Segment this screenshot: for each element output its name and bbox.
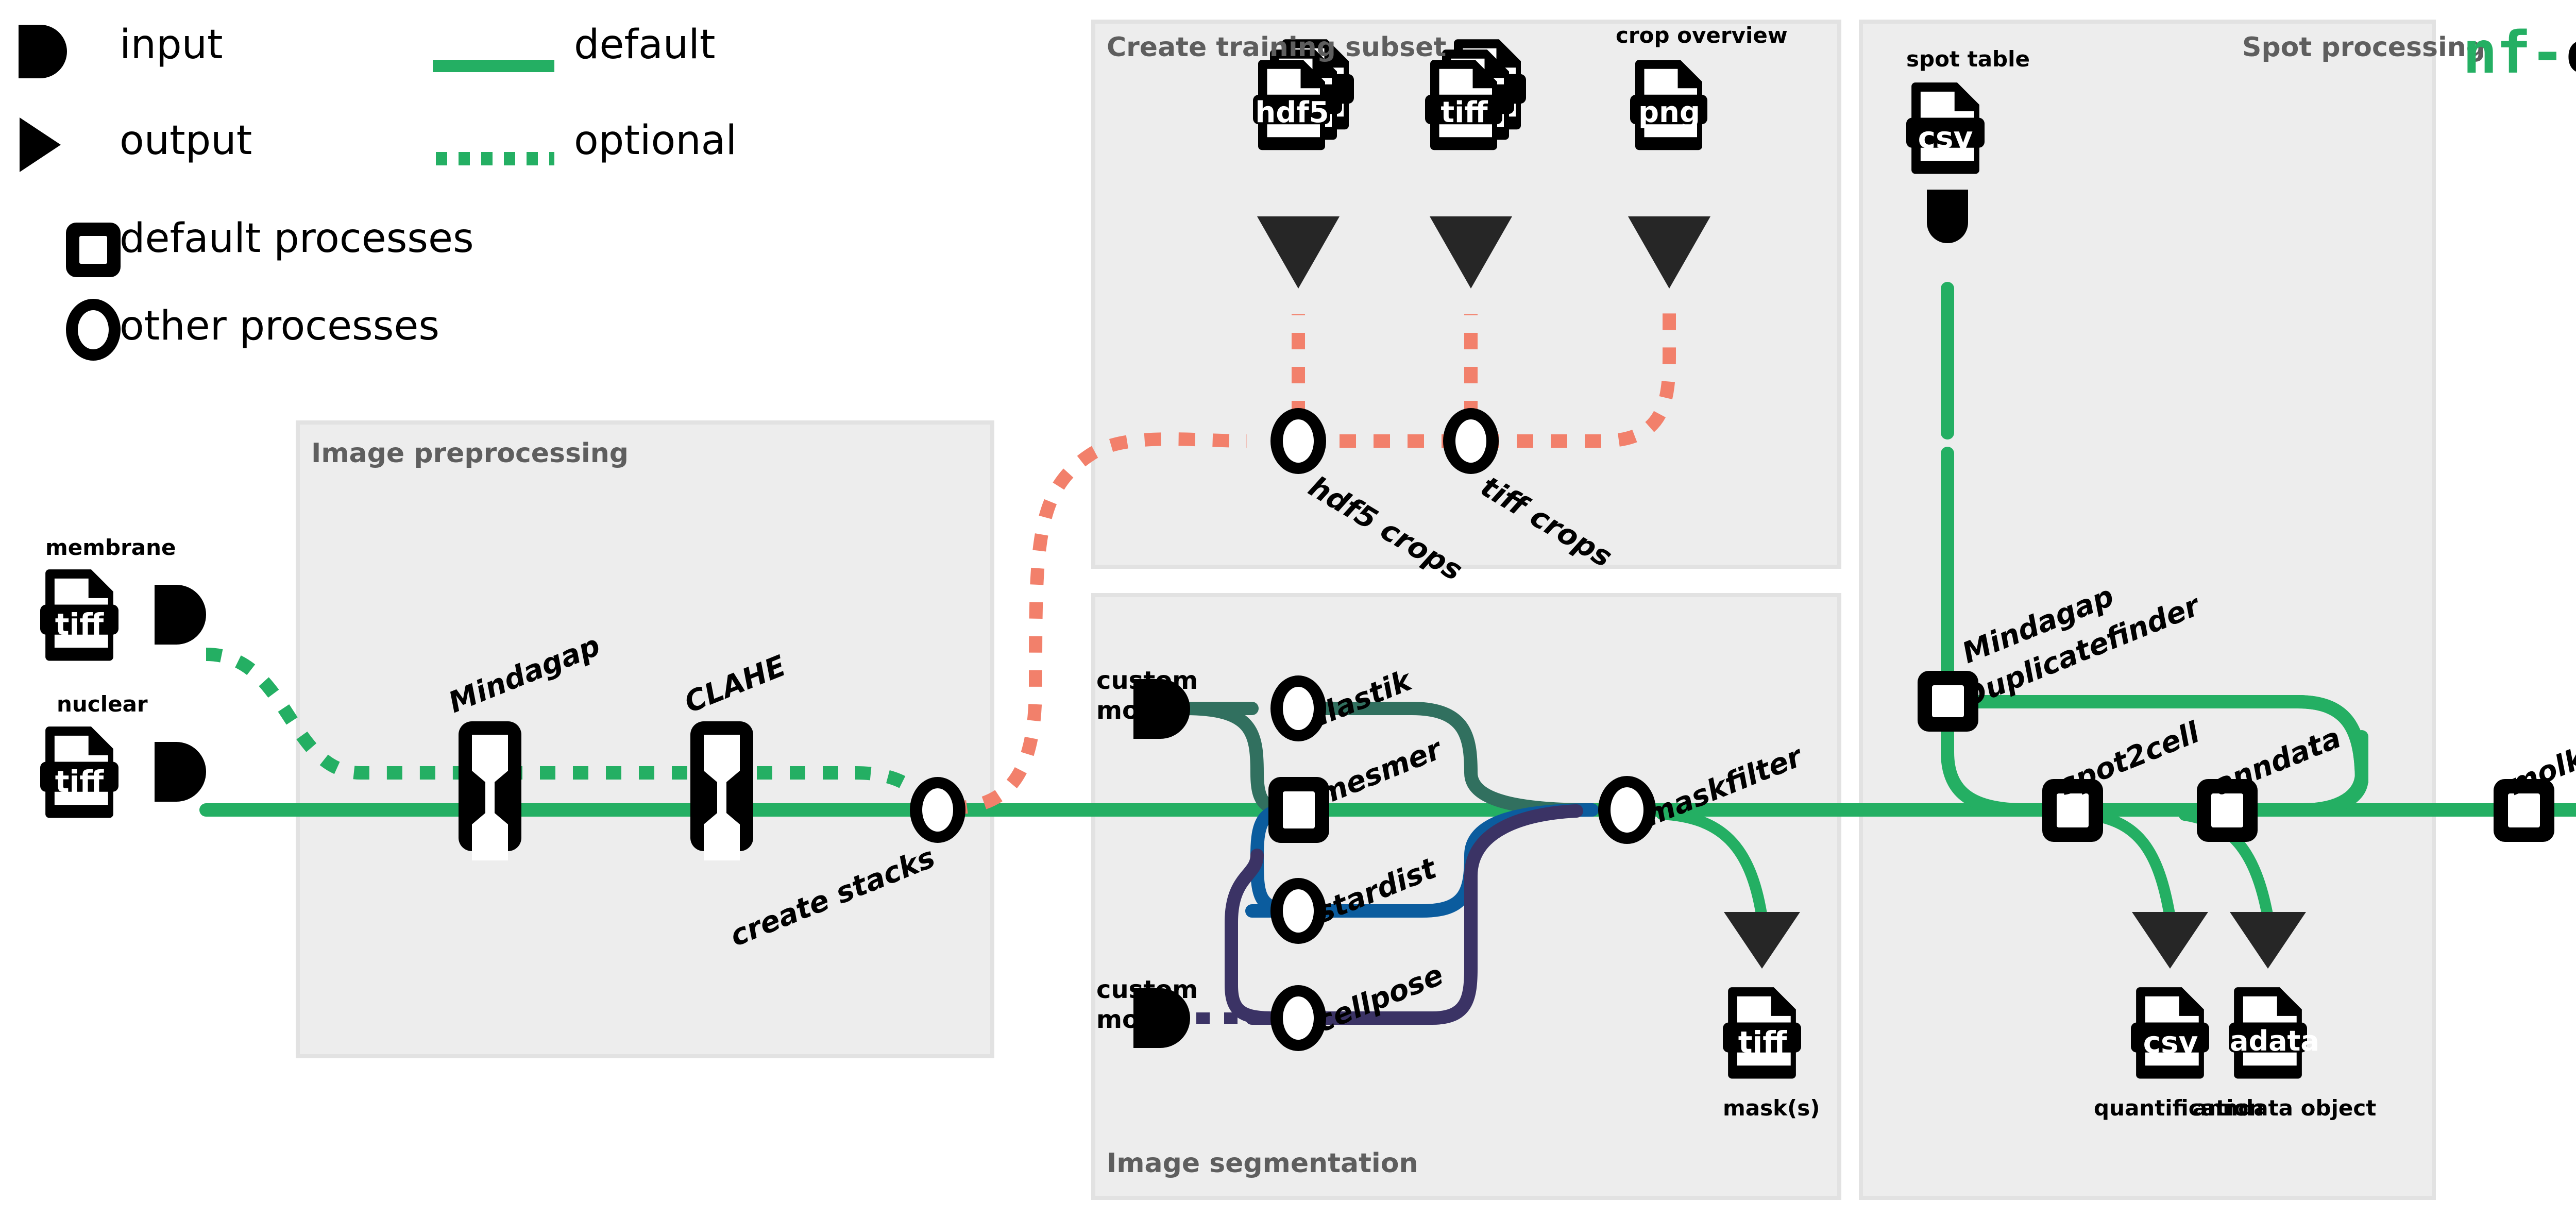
custom-model-label-2: custom model <box>1096 975 1198 1034</box>
edge-dup-to-spot2cell <box>1941 720 2067 817</box>
output-caption-mask: mask(s) <box>1723 1095 1820 1121</box>
edge-dup-right-loop <box>1972 695 2368 817</box>
arrow-quantification-output <box>2132 912 2208 969</box>
input-caption-nuclear: nuclear <box>57 691 148 717</box>
input-icon-spot-table <box>1906 82 1985 243</box>
input-caption-custom-model-ilastik: custom model <box>1096 666 1199 725</box>
logo-wordmark-line1: nf-core/ <box>2463 20 2576 87</box>
legend-label-input: input <box>120 22 223 68</box>
filetype-quantification: csv <box>2143 1025 2198 1060</box>
node-ilastik[interactable] <box>1270 675 1326 741</box>
filetype-hdf5-crops: hdf5 <box>1255 96 1329 129</box>
output-caption-quantification: quantification <box>2094 1095 2264 1121</box>
filetype-mask: tiff <box>1738 1025 1787 1060</box>
panel-title-spot-processing: Spot processing <box>2242 32 2486 63</box>
legend-label-optional-line: optional <box>574 117 737 164</box>
node-cellpose[interactable] <box>1270 985 1326 1051</box>
node-mindagap-duplicatefinder[interactable] <box>1918 671 1978 732</box>
node-create-stacks[interactable] <box>910 777 965 843</box>
legend-default-process-square-icon <box>66 223 121 277</box>
node-stardist[interactable] <box>1270 878 1326 944</box>
legend-label-output: output <box>120 117 252 164</box>
node-tiff-crops[interactable] <box>1443 408 1499 474</box>
node-molkartqc[interactable] <box>2494 779 2554 842</box>
logo-prefix: nf- <box>2463 20 2565 87</box>
input-caption-spot-table: spot table <box>1906 46 2030 72</box>
crop-output-arrows <box>1257 216 1710 289</box>
filetype-anndata: adata <box>2230 1025 2319 1057</box>
node-mindagap[interactable] <box>459 721 521 860</box>
edge-maskfilter-to-mask <box>1656 808 1768 923</box>
legend-other-process-circle-icon <box>66 299 121 361</box>
node-spot2cell[interactable] <box>2042 779 2103 842</box>
panel-image-preprocessing <box>296 420 994 1058</box>
output-caption-crop-overview: crop overview <box>1616 23 1788 48</box>
input-caption-membrane: membrane <box>45 535 176 560</box>
legend-output-arrow-icon <box>20 117 61 172</box>
legend-label-default-line: default <box>574 22 716 68</box>
input-icon-nuclear <box>40 726 206 818</box>
legend-label-other-processes: other processes <box>120 303 439 349</box>
filetype-nuclear-tiff: tiff <box>55 764 104 799</box>
node-hdf5-crops[interactable] <box>1270 408 1326 474</box>
input-icon-custom-model-cellpose <box>1133 988 1190 1048</box>
input-icon-membrane <box>40 569 206 661</box>
legend-label-default-processes: default processes <box>120 215 474 262</box>
filetype-crop-overview: png <box>1638 96 1701 129</box>
legend-solid-line-icon <box>433 60 554 72</box>
legend-input-marker-icon <box>19 25 67 78</box>
input-icon-custom-model-ilastik <box>1133 679 1190 739</box>
node-clahe[interactable] <box>690 721 753 860</box>
filetype-membrane-tiff: tiff <box>55 607 104 642</box>
arrow-anndata-output <box>2230 912 2306 969</box>
panel-title-image-preprocessing: Image preprocessing <box>311 438 629 469</box>
edge-crop-optional <box>950 309 1676 815</box>
panel-title-create-training-subset: Create training subset <box>1107 32 1447 63</box>
node-maskfilter[interactable] <box>1598 776 1656 844</box>
filetype-spot-table-csv: csv <box>1918 120 1973 155</box>
arrow-mask-output <box>1724 912 1800 969</box>
node-mesmer[interactable] <box>1268 777 1329 843</box>
logo-core: core/ <box>2564 20 2576 87</box>
node-anndata[interactable] <box>2197 779 2258 842</box>
panel-title-image-segmentation: Image segmentation <box>1107 1148 1418 1179</box>
custom-model-label-1: custom model <box>1096 666 1198 725</box>
output-caption-anndata: anndata object <box>2193 1095 2377 1121</box>
edge-spot2cell-to-csv <box>2086 809 2176 923</box>
filetype-tiff-crops: tiff <box>1440 96 1488 129</box>
input-caption-custom-model-cellpose: custom model <box>1096 975 1199 1035</box>
